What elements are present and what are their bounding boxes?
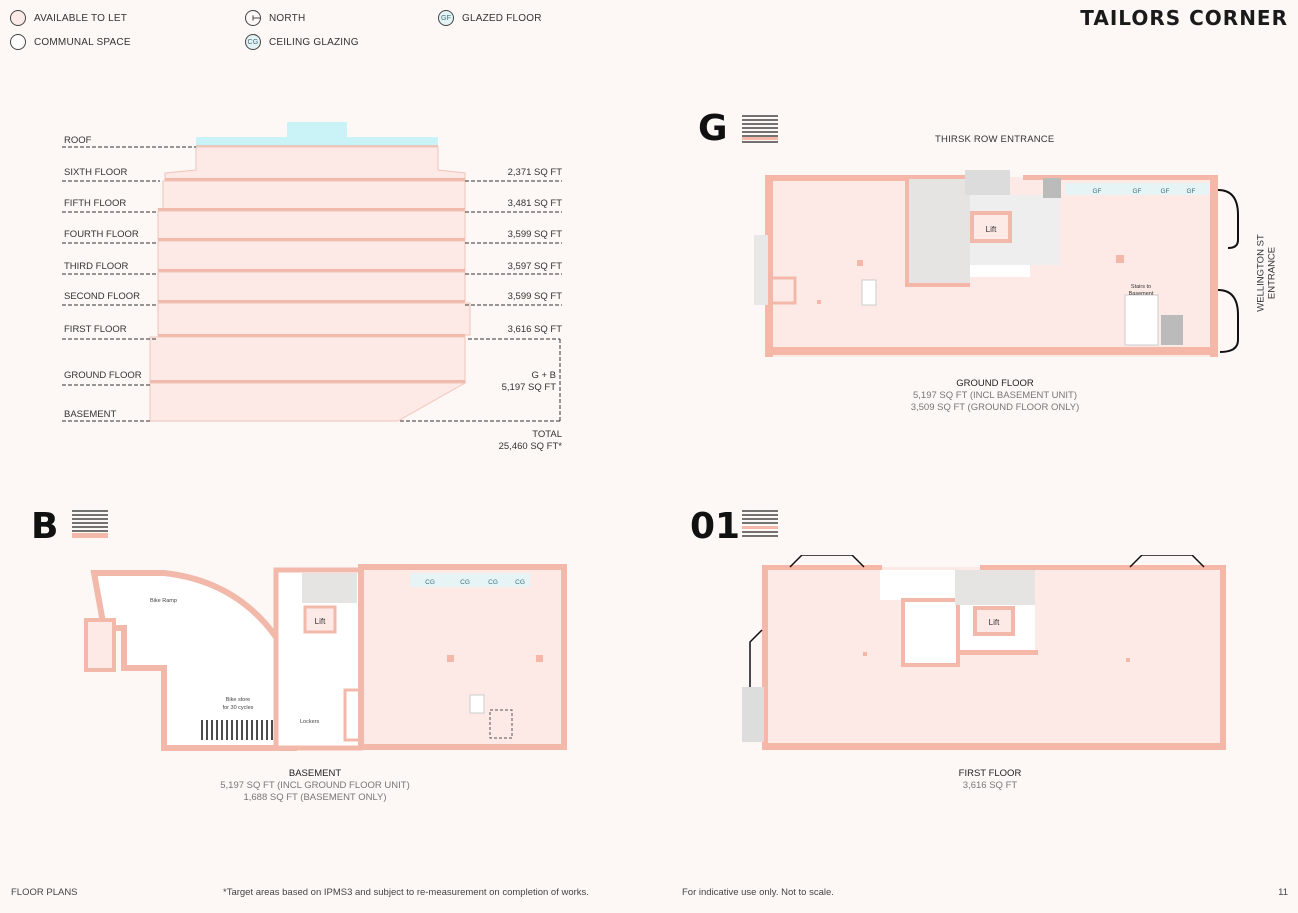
area-first: 3,616 SQ FT <box>507 324 562 335</box>
svg-text:for 30 cycles: for 30 cycles <box>223 705 254 711</box>
floor-stack-icon <box>742 115 778 143</box>
available-swatch-icon <box>10 10 26 26</box>
legend-ceiling-glazing: CG CEILING GLAZING <box>245 34 359 50</box>
svg-text:GF: GF <box>1092 188 1101 195</box>
first-floor-area: 3,616 SQ FT <box>962 780 1018 791</box>
area-gb-label: G + B <box>531 370 556 381</box>
section-label-third: THIRD FLOOR <box>64 261 129 272</box>
ground-floor-title: GROUND FLOOR <box>956 378 1034 389</box>
svg-text:CG: CG <box>515 579 525 586</box>
legend-label: COMMUNAL SPACE <box>34 36 131 48</box>
footer-target-areas-note: *Target areas based on IPMS3 and subject… <box>223 887 589 898</box>
basement-area-only: 1,688 SQ FT (BASEMENT ONLY) <box>243 792 387 803</box>
ground-floor-caption: GROUND FLOOR 5,197 SQ FT (INCL BASEMENT … <box>880 378 1110 414</box>
legend-available-to-let: AVAILABLE TO LET <box>10 10 127 26</box>
thirsk-row-entrance-label: THIRSK ROW ENTRANCE <box>935 134 1055 145</box>
plan-letter-first: 01 <box>690 506 741 547</box>
svg-text:Lift: Lift <box>986 225 997 234</box>
first-floor-caption: FIRST FLOOR 3,616 SQ FT <box>900 768 1080 792</box>
total-area: 25,460 SQ FT* <box>498 441 562 452</box>
ceiling-glazing-icon: CG <box>245 34 261 50</box>
basement-plan: Bike Ramp Bike store for 30 cycles Lift … <box>84 564 567 751</box>
building-section-diagram <box>62 122 562 422</box>
section-label-sixth: SIXTH FLOOR <box>64 167 128 178</box>
ground-floor-plan: Lift GF GF GF GF Stairs to Basement <box>754 170 1239 357</box>
basement-caption: BASEMENT 5,197 SQ FT (INCL GROUND FLOOR … <box>180 768 450 804</box>
plan-letter-ground: G <box>698 108 728 149</box>
section-label-second: SECOND FLOOR <box>64 291 141 302</box>
legend-glazed-floor: GF GLAZED FLOOR <box>438 10 542 26</box>
page-number: 11 <box>1278 887 1288 898</box>
wellington-entrance-label: WELLINGTON ST ENTRANCE <box>1255 234 1278 312</box>
section-label-fourth: FOURTH FLOOR <box>64 229 139 240</box>
section-label-fifth: FIFTH FLOOR <box>64 198 127 209</box>
svg-text:Lockers: Lockers <box>300 719 320 725</box>
legend-label: CEILING GLAZING <box>269 36 359 48</box>
svg-text:CG: CG <box>460 579 470 586</box>
legend-label: NORTH <box>269 12 306 24</box>
floor-stack-icon <box>72 510 108 538</box>
legend-north: NORTH <box>245 10 305 26</box>
basement-title: BASEMENT <box>288 768 342 779</box>
basement-area-total: 5,197 SQ FT (INCL GROUND FLOOR UNIT) <box>220 780 410 791</box>
svg-text:CG: CG <box>425 579 435 586</box>
plan-letter-basement: B <box>31 506 59 547</box>
total-label: TOTAL <box>532 429 562 440</box>
svg-text:GF: GF <box>1186 188 1195 195</box>
brand-logo: TAILORS CORNER <box>1080 6 1288 30</box>
section-label-basement: BASEMENT <box>64 409 117 420</box>
footer-disclaimer: For indicative use only. Not to scale. <box>682 887 834 898</box>
area-third: 3,597 SQ FT <box>507 261 562 272</box>
svg-text:CG: CG <box>488 579 498 586</box>
first-floor-title: FIRST FLOOR <box>958 768 1022 779</box>
area-sixth: 2,371 SQ FT <box>507 167 562 178</box>
area-gb: 5,197 SQ FT <box>501 382 556 393</box>
svg-text:Stairs to: Stairs to <box>1131 284 1151 290</box>
area-second: 3,599 SQ FT <box>507 291 562 302</box>
svg-text:Bike Ramp: Bike Ramp <box>150 598 177 604</box>
first-floor-plan: Lift <box>742 555 1226 750</box>
footer-section-title: FLOOR PLANS <box>11 887 78 898</box>
svg-text:Lift: Lift <box>315 617 326 626</box>
floor-stack-icon <box>742 510 778 537</box>
legend-communal-space: COMMUNAL SPACE <box>10 34 131 50</box>
legend-label: GLAZED FLOOR <box>462 12 542 24</box>
ground-floor-area-only: 3,509 SQ FT (GROUND FLOOR ONLY) <box>910 402 1080 413</box>
svg-text:Basement: Basement <box>1129 291 1154 297</box>
legend-label: AVAILABLE TO LET <box>34 12 128 24</box>
section-label-roof: ROOF <box>64 135 92 146</box>
ground-floor-area-total: 5,197 SQ FT (INCL BASEMENT UNIT) <box>912 390 1077 401</box>
svg-text:GF: GF <box>1160 188 1169 195</box>
glazed-floor-icon: GF <box>438 10 454 26</box>
svg-text:Bike store: Bike store <box>226 697 250 703</box>
communal-swatch-icon <box>10 34 26 50</box>
section-label-first: FIRST FLOOR <box>64 324 127 335</box>
svg-text:GF: GF <box>1132 188 1141 195</box>
area-fourth: 3,599 SQ FT <box>507 229 562 240</box>
svg-text:Lift: Lift <box>989 618 1000 627</box>
section-label-ground: GROUND FLOOR <box>64 370 142 381</box>
area-fifth: 3,481 SQ FT <box>507 198 562 209</box>
north-arrow-icon <box>245 10 261 26</box>
